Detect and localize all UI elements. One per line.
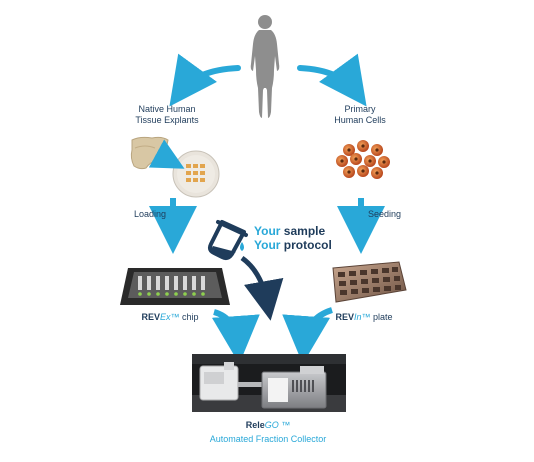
relego-subtitle: Automated Fraction Collector [209,434,327,444]
relego-device-icon [192,354,346,412]
primary-cells-label: Primary Human Cells [334,104,386,125]
test-tube-icon [208,220,248,260]
arrow-to-tissue [169,53,241,107]
tissue-explant-icon [130,136,220,198]
seeding-label: Seeding [368,209,402,219]
arrow-to-cells [297,53,367,107]
tagline-sample: Your sample [254,224,326,238]
revin-plate-label: REVIn™ plate [335,312,393,322]
revin-plate-icon [332,261,407,303]
arrow-sample-to-device [240,255,284,321]
revex-chip-label: REVEx™ chip [141,312,199,322]
native-tissue-label: Native Human Tissue Explants [135,104,199,125]
human-silhouette-icon [250,15,280,118]
cells-icon [336,140,390,179]
arrow-revex-to-device [211,309,260,364]
tagline-protocol: Your protocol [254,238,332,252]
revex-chip-icon [120,268,230,305]
relego-label: ReleGO ™ [245,420,291,430]
arrow-revin-to-device [282,307,334,364]
loading-label: Loading [134,209,167,219]
